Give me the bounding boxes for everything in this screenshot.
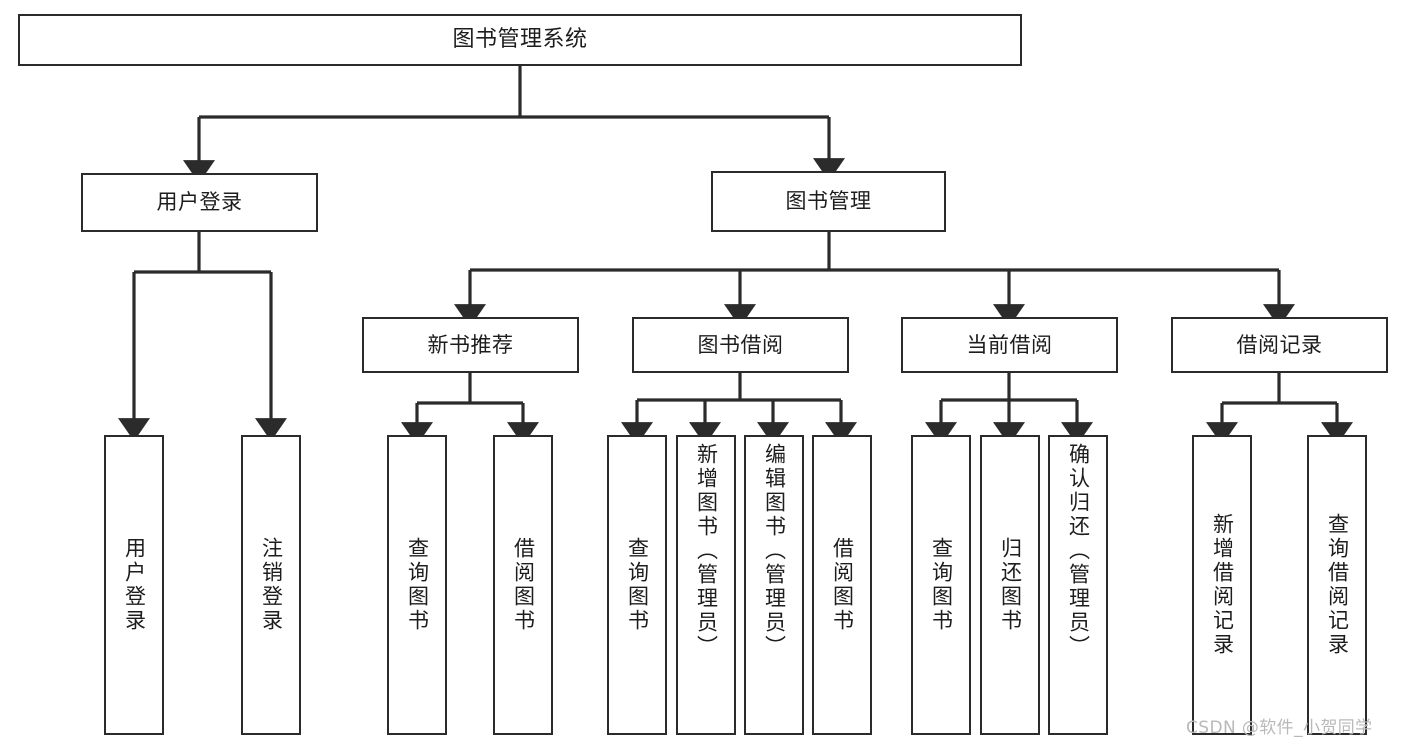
node-label: 查询图书	[405, 537, 430, 633]
node-leaf-confirm-return-admin[interactable]: 确认归还（管理员）	[1048, 435, 1108, 735]
node-leaf-edit-book-admin[interactable]: 编辑图书（管理员）	[744, 435, 804, 735]
node-leaf-add-book-admin[interactable]: 新增图书（管理员）	[676, 435, 736, 735]
node-label: 注销登录	[259, 537, 284, 633]
node-book-management[interactable]: 图书管理	[711, 171, 946, 232]
node-label: 当前借阅	[966, 332, 1053, 357]
node-leaf-user-login[interactable]: 用户登录	[104, 435, 164, 735]
node-label: 图书管理	[785, 189, 872, 214]
node-new-book-recommend[interactable]: 新书推荐	[362, 317, 579, 373]
node-label: 借阅图书	[511, 537, 536, 633]
csdn-watermark: CSDN @软件_小贺同学	[1186, 718, 1373, 738]
node-label: 用户登录	[156, 190, 243, 215]
node-book-borrow[interactable]: 图书借阅	[632, 317, 849, 373]
node-leaf-logout-login[interactable]: 注销登录	[241, 435, 301, 735]
node-label: 借阅图书	[830, 537, 855, 633]
node-leaf-return-book[interactable]: 归还图书	[980, 435, 1040, 735]
node-label: 用户登录	[122, 537, 147, 633]
node-label: 新增借阅记录	[1210, 513, 1235, 657]
node-root-book-management-system[interactable]: 图书管理系统	[18, 14, 1022, 66]
node-label: 图书借阅	[697, 332, 784, 357]
node-label: 借阅记录	[1236, 332, 1323, 357]
node-label: 查询借阅记录	[1325, 513, 1350, 657]
node-leaf-query-book-1[interactable]: 查询图书	[387, 435, 447, 735]
node-leaf-query-book-2[interactable]: 查询图书	[607, 435, 667, 735]
node-label: 归还图书	[998, 537, 1023, 633]
node-label: 查询图书	[929, 537, 954, 633]
node-label: 新增图书（管理员）	[694, 443, 719, 659]
node-leaf-query-borrow-record[interactable]: 查询借阅记录	[1307, 435, 1367, 735]
node-leaf-query-book-3[interactable]: 查询图书	[911, 435, 971, 735]
node-user-login[interactable]: 用户登录	[81, 173, 318, 232]
node-leaf-borrow-book-2[interactable]: 借阅图书	[812, 435, 872, 735]
node-label: 新书推荐	[427, 332, 514, 357]
node-label: 编辑图书（管理员）	[762, 443, 787, 659]
node-leaf-borrow-book-1[interactable]: 借阅图书	[493, 435, 553, 735]
node-label: 确认归还（管理员）	[1066, 443, 1091, 659]
node-label: 查询图书	[625, 537, 650, 633]
node-leaf-add-borrow-record[interactable]: 新增借阅记录	[1192, 435, 1252, 735]
node-label: 图书管理系统	[452, 27, 588, 53]
node-borrow-record[interactable]: 借阅记录	[1171, 317, 1388, 373]
node-current-borrow[interactable]: 当前借阅	[901, 317, 1118, 373]
